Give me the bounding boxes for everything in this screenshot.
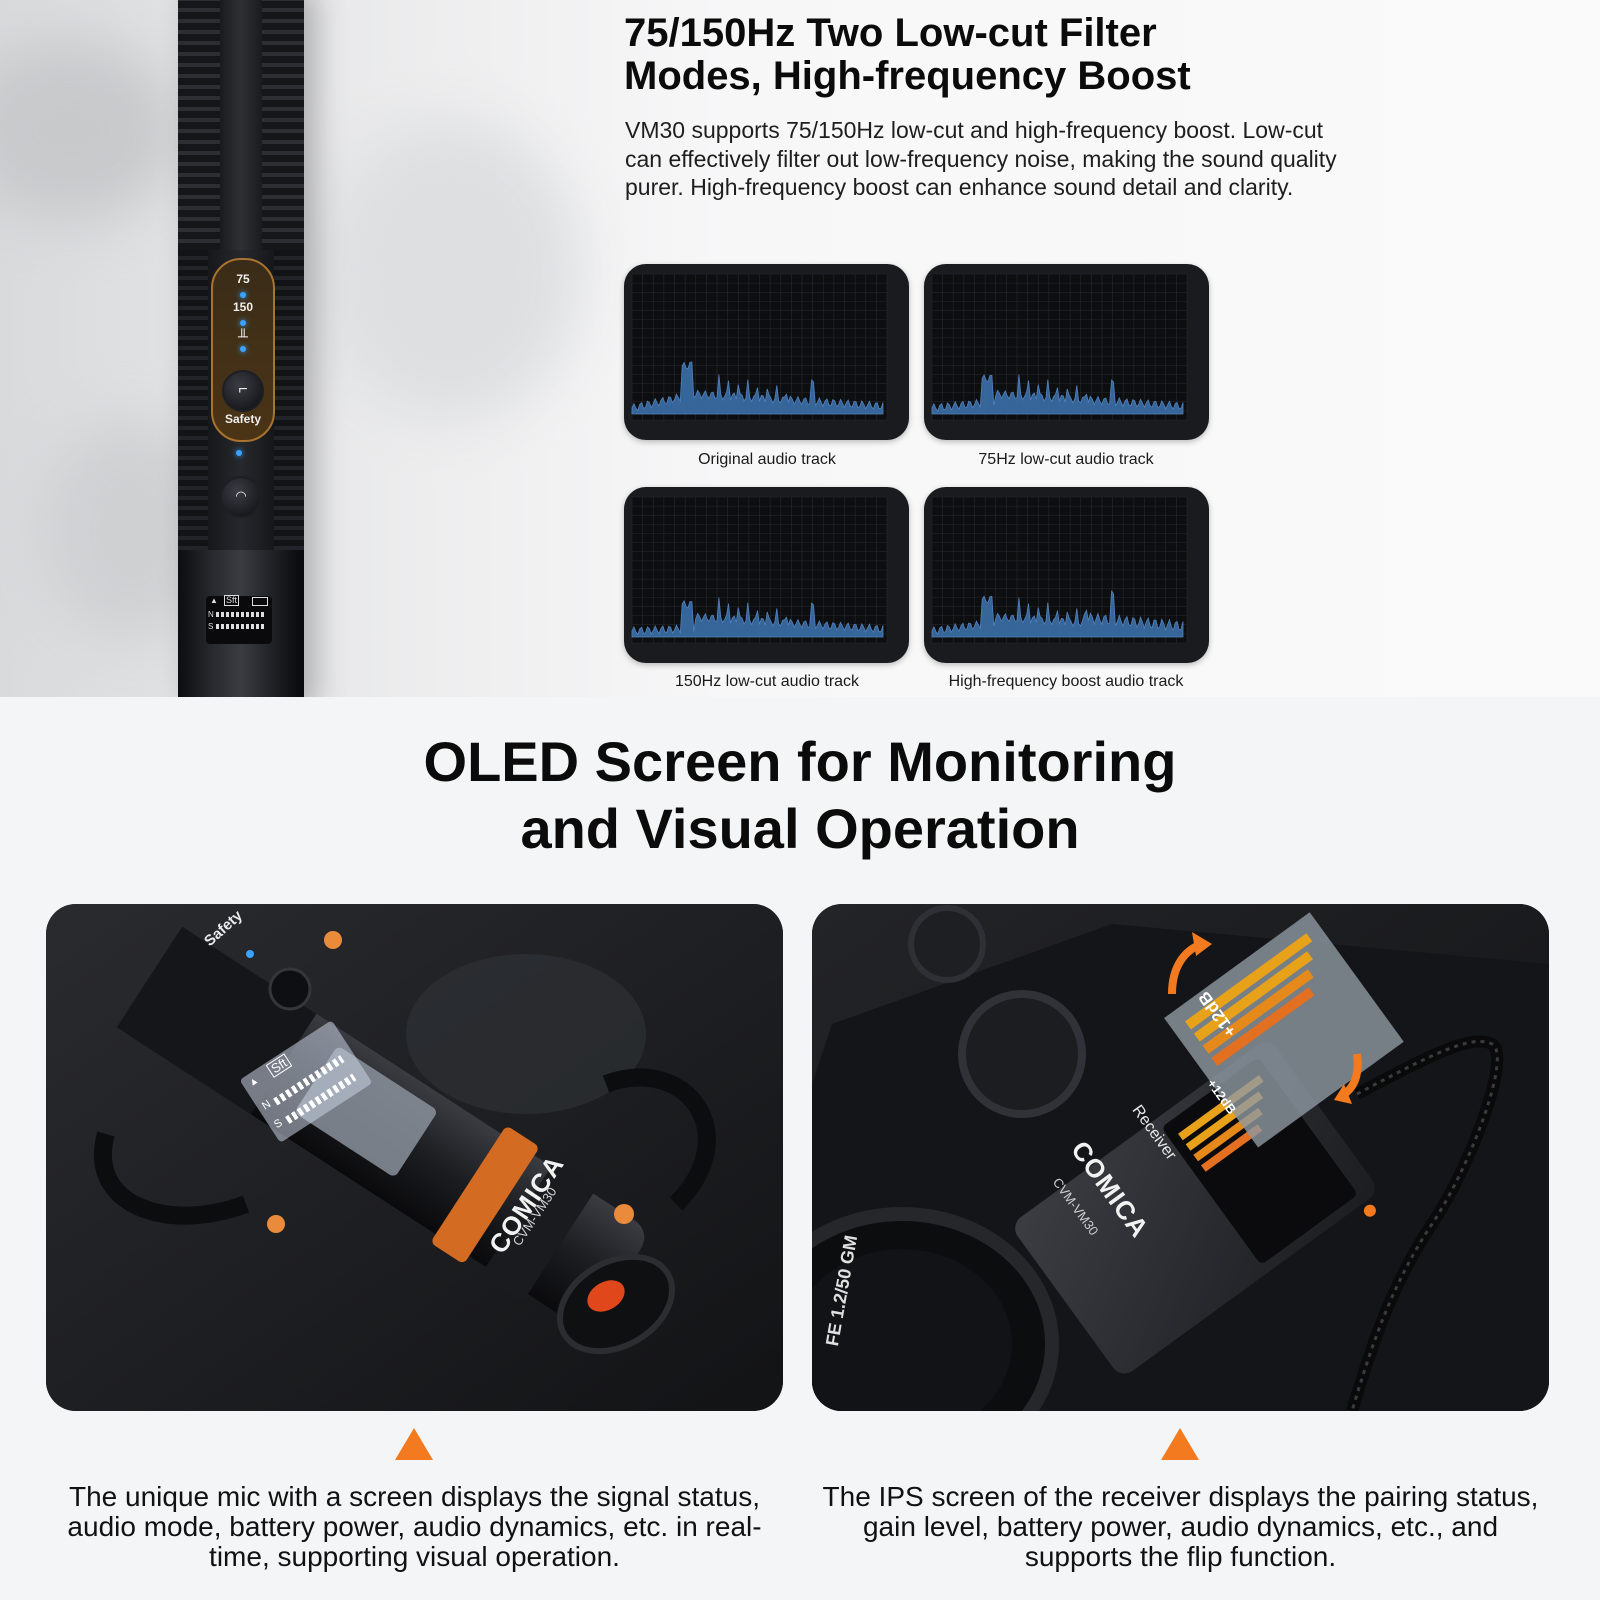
spectrum-caption: 150Hz low-cut audio track (674, 673, 860, 690)
screen-mode-label: Sft (224, 595, 240, 606)
signal-icon: ▲ (246, 1074, 261, 1090)
spectrum-high-boost (924, 487, 1209, 663)
level-meter (216, 612, 266, 617)
spectrum-caption: High-frequency boost audio track (948, 673, 1184, 690)
mic-mounted-photo: Safety COMICA CVM-VM30 ▲ Sft N S (46, 904, 783, 1411)
wireless-button[interactable]: ◠ (220, 476, 262, 518)
caption-arrow-icon (1161, 1428, 1199, 1460)
spectrum-75hz-lowcut (924, 264, 1209, 440)
channel-s-label: S (271, 1116, 285, 1131)
mic-mounted-illustration (46, 904, 783, 1411)
spectrum-graph (631, 496, 888, 644)
caption-arrow-icon (395, 1428, 433, 1460)
high-boost-led (240, 346, 246, 352)
spectrum-graph (631, 273, 888, 421)
mode-75-label: 75 (236, 272, 250, 286)
section-heading: 75/150Hz Two Low-cut Filter Modes, High-… (624, 12, 1524, 98)
spectrum-graph (931, 273, 1188, 421)
spectrum-graph (931, 496, 1188, 644)
feature-lowcut-section: 75 150 ╨ ⌐ Safety ◠ ▲ Sft N S 75/150Hz T… (0, 0, 1600, 697)
battery-icon (252, 597, 268, 606)
mode-150-led (240, 320, 246, 326)
spectrum-150hz-lowcut (624, 487, 909, 663)
channel-s-label: S (208, 622, 214, 631)
oled-section-title: OLED Screen for Monitoring and Visual Op… (0, 728, 1600, 862)
background-blur (320, 120, 580, 420)
receiver-camera-illustration (812, 904, 1549, 1411)
channel-n-label: N (208, 610, 214, 619)
spectrum-caption: Original audio track (698, 451, 836, 468)
receiver-screen-caption: The IPS screen of the receiver displays … (822, 1481, 1539, 1572)
mic-grill (178, 0, 304, 250)
title-line: and Visual Operation (520, 797, 1080, 860)
heading-line: 75/150Hz Two Low-cut Filter (624, 11, 1157, 55)
mode-indicator-strip: 75 150 ╨ ⌐ Safety (211, 258, 275, 442)
signal-icon: ▲ (210, 596, 218, 605)
spectrum-original (624, 264, 909, 440)
high-boost-icon: ╨ (238, 328, 248, 344)
title-line: OLED Screen for Monitoring (423, 730, 1177, 793)
mode-150-label: 150 (232, 300, 254, 314)
status-led (236, 450, 242, 456)
section-description: VM30 supports 75/150Hz low-cut and high-… (625, 117, 1337, 200)
mode-75-led (240, 292, 246, 298)
spectrum-caption: 75Hz low-cut audio track (978, 451, 1154, 468)
mic-screen-caption: The unique mic with a screen displays th… (67, 1481, 762, 1572)
channel-n-label: N (259, 1098, 274, 1113)
heading-line: Modes, High-frequency Boost (624, 54, 1191, 98)
receiver-on-camera-photo: Receiver COMICA CVM-VM30 +12dB +12dB FE … (812, 904, 1549, 1411)
mic-oled-screen: ▲ Sft N S (206, 595, 272, 644)
background-blur (0, 40, 180, 220)
safety-label: Safety (224, 412, 262, 426)
level-meter (216, 624, 266, 629)
shotgun-microphone: 75 150 ╨ ⌐ Safety ◠ (178, 0, 304, 697)
lowcut-button[interactable]: ⌐ (222, 370, 264, 412)
